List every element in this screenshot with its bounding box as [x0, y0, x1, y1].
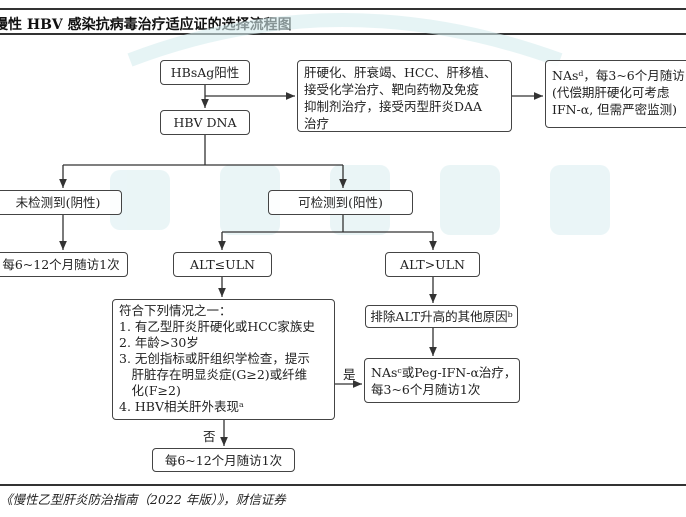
criteria-line: 化(F≥2) — [119, 383, 181, 398]
hbv-dna-node: HBV DNA — [160, 110, 250, 135]
followup-bottom-node: 每6~12个月随访1次 — [152, 448, 295, 472]
criteria-line: 1. 有乙型肝炎肝硬化或HCC家族史 — [119, 319, 315, 334]
no-label: 否 — [203, 429, 216, 444]
treat-line: 每3~6个月随访1次 — [371, 382, 481, 397]
criteria-line: 4. HBV相关肝外表现ᵃ — [119, 399, 244, 414]
title-rule — [0, 33, 686, 35]
alt-low-node: ALT≤ULN — [173, 252, 272, 277]
bottom-rule — [0, 484, 686, 486]
treat-line: NAsᶜ或Peg-IFN-α治疗， — [371, 365, 517, 380]
special-line: 肝硬化、肝衰竭、HCC、肝移植、 — [304, 65, 497, 80]
special-population-node: 肝硬化、肝衰竭、HCC、肝移植、 接受化学治疗、靶向药物及免疫 抑制剂治疗，接受… — [297, 60, 512, 132]
top-rule — [0, 8, 686, 10]
criteria-line: 符合下列情况之一： — [119, 303, 232, 318]
criteria-node: 符合下列情况之一： 1. 有乙型肝炎肝硬化或HCC家族史 2. 年龄>30岁 3… — [112, 299, 335, 420]
special-line: 抑制剂治疗，接受丙型肝炎DAA — [304, 99, 483, 114]
nas-line: IFN-α, 但需严密监测) — [552, 102, 678, 117]
source-note: 《慢性乙型肝炎防治指南（2022 年版）》，财信证券 — [0, 492, 286, 507]
criteria-line: 2. 年龄>30岁 — [119, 335, 199, 350]
detected-node: 可检测到(阳性) — [268, 190, 413, 215]
nas-top-node: NAsᵈ，每3~6个月随访 (代偿期肝硬化可考虑 IFN-α, 但需严密监测) — [545, 60, 686, 128]
exclude-node: 排除ALT升高的其他原因ᵇ — [365, 305, 518, 328]
hbsag-positive-node: HBsAg阳性 — [160, 60, 250, 85]
nas-line: NAsᵈ，每3~6个月随访 — [552, 68, 685, 83]
nas-line: (代偿期肝硬化可考虑 — [552, 85, 670, 100]
followup-left-node: 每6~12个月随访1次 — [0, 252, 128, 277]
criteria-line: 3. 无创指标或肝组织学检查，提示 — [119, 351, 310, 366]
treat-node: NAsᶜ或Peg-IFN-α治疗， 每3~6个月随访1次 — [364, 358, 520, 403]
alt-high-node: ALT>ULN — [385, 252, 480, 277]
yes-label: 是 — [343, 367, 356, 382]
undetected-node: 未检测到(阴性) — [0, 190, 122, 215]
criteria-line: 肝脏存在明显炎症(G≥2)或纤维 — [119, 367, 308, 382]
special-line: 接受化学治疗、靶向药物及免疫 — [304, 82, 480, 97]
special-line: 治疗 — [304, 116, 330, 131]
